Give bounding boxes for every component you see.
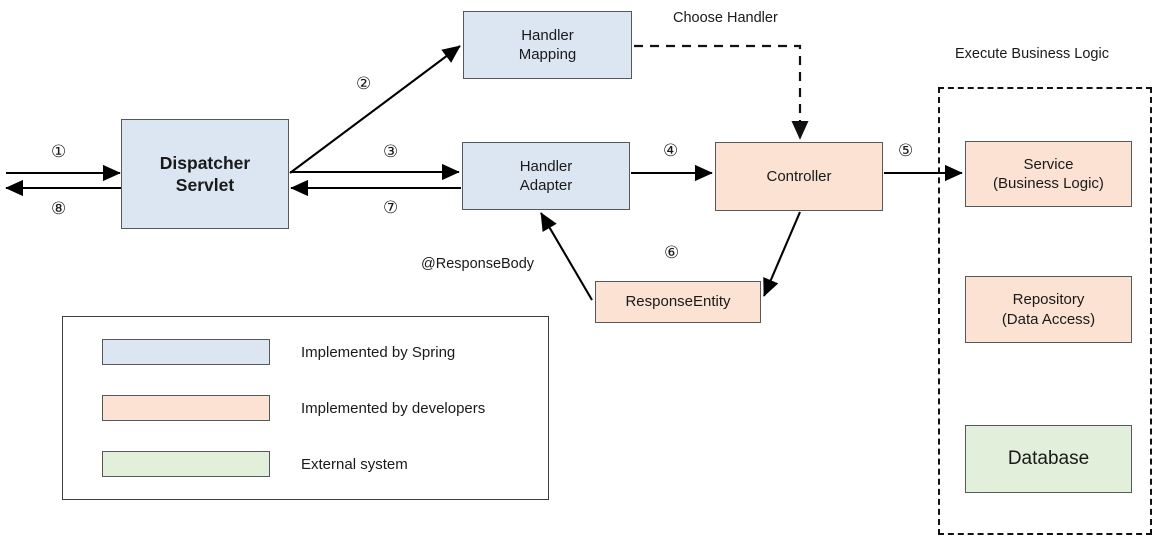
legend-label-external: External system [301, 455, 408, 473]
business-logic-group [938, 87, 1152, 535]
node-dispatcher-servlet[interactable]: Dispatcher Servlet [121, 119, 289, 229]
step-marker-5: ⑤ [898, 141, 914, 160]
legend-swatch-spring [102, 339, 270, 365]
step-marker-8: ⑧ [51, 199, 67, 218]
step-marker-1: ① [51, 142, 67, 161]
node-handler-mapping[interactable]: Handler Mapping [463, 11, 632, 79]
arrow-step-2 [289, 45, 461, 174]
legend-row-spring: Implemented by Spring [102, 339, 455, 365]
arrow-controller-to-responseentity [763, 211, 801, 297]
legend: Implemented by Spring Implemented by dev… [62, 316, 549, 500]
legend-label-spring: Implemented by Spring [301, 343, 456, 361]
legend-row-developers: Implemented by developers [102, 395, 485, 421]
arrow-responseentity-to-handleradapter [540, 212, 593, 301]
label-response-body: @ResponseBody [421, 256, 535, 272]
label-choose-handler: Choose Handler [673, 10, 778, 26]
legend-swatch-developers [102, 395, 270, 421]
legend-row-external: External system [102, 451, 408, 477]
arrow-choose-handler [634, 44, 809, 140]
legend-swatch-external [102, 451, 270, 477]
step-marker-3: ③ [383, 142, 399, 161]
node-service[interactable]: Service (Business Logic) [965, 141, 1132, 207]
legend-label-developers: Implemented by developers [301, 399, 486, 417]
node-database[interactable]: Database [965, 425, 1132, 493]
node-controller[interactable]: Controller [715, 142, 883, 211]
group-label-execute-business-logic: Execute Business Logic [955, 46, 1109, 62]
step-marker-7: ⑦ [383, 198, 399, 217]
step-marker-4: ④ [663, 141, 679, 160]
step-marker-2: ② [356, 74, 372, 93]
step-marker-6: ⑥ [664, 243, 680, 262]
node-handler-adapter[interactable]: Handler Adapter [462, 142, 630, 210]
node-repository[interactable]: Repository (Data Access) [965, 276, 1132, 343]
node-response-entity[interactable]: ResponseEntity [595, 281, 761, 323]
